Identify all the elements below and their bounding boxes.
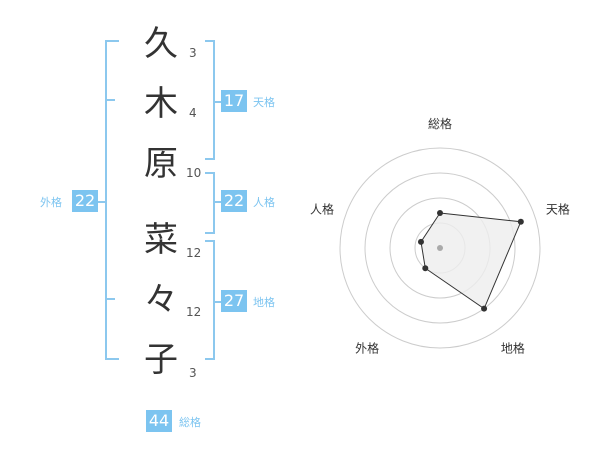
jinkaku-label: 人格	[253, 196, 275, 209]
radar-grid-ring	[364, 172, 516, 324]
name-char-6: 子	[144, 340, 178, 380]
gaikaku-label: 外格	[40, 196, 62, 209]
radar-data-point	[437, 210, 443, 216]
gaikaku-connector	[98, 201, 107, 203]
radar-axis-label: 地格	[501, 340, 525, 355]
radar-axis-label: 人格	[310, 202, 334, 217]
tenkaku-label: 天格	[253, 96, 275, 109]
jinkaku-connector	[213, 201, 221, 203]
stroke-count-4: 12	[186, 246, 202, 260]
tenkaku-badge: 17	[221, 90, 247, 112]
chikaku-bracket	[205, 240, 215, 360]
soukaku-label: 総格	[179, 416, 201, 429]
radar-data-point	[517, 218, 524, 225]
radar-data-point	[417, 238, 424, 245]
radar-series-area	[420, 212, 522, 310]
jinkaku-badge: 22	[221, 190, 247, 212]
name-char-2: 木	[144, 84, 178, 124]
chikaku-badge: 27	[221, 290, 247, 312]
name-char-4: 菜	[144, 220, 178, 260]
name-char-1: 久	[144, 24, 178, 64]
gaikaku-bracket	[105, 40, 119, 360]
gaikaku-bracket-tick	[105, 298, 115, 300]
name-char-5: 々	[144, 280, 178, 320]
stroke-count-2: 4	[189, 106, 197, 120]
jinkaku-bracket	[205, 172, 215, 234]
tenkaku-bracket	[205, 40, 215, 160]
radar-center-point	[437, 245, 443, 251]
radar-data-point	[422, 265, 429, 272]
stroke-count-3: 10	[186, 166, 202, 180]
radar-grid-ring	[339, 147, 541, 349]
tenkaku-connector	[213, 101, 221, 103]
radar-axis-label: 外格	[355, 340, 379, 355]
radar-data-point	[481, 305, 488, 312]
soukaku-badge: 44	[146, 410, 172, 432]
radar-axis-label: 総格	[428, 116, 452, 131]
chikaku-label: 地格	[253, 296, 275, 309]
stroke-count-5: 12	[186, 305, 202, 319]
radar-axis-label: 天格	[546, 202, 570, 217]
chikaku-connector	[213, 301, 221, 303]
stroke-count-1: 3	[189, 46, 197, 60]
name-char-3: 原	[144, 144, 178, 184]
gaikaku-bracket-tick	[105, 99, 115, 101]
stroke-count-6: 3	[189, 366, 197, 380]
gaikaku-badge: 22	[72, 190, 98, 212]
